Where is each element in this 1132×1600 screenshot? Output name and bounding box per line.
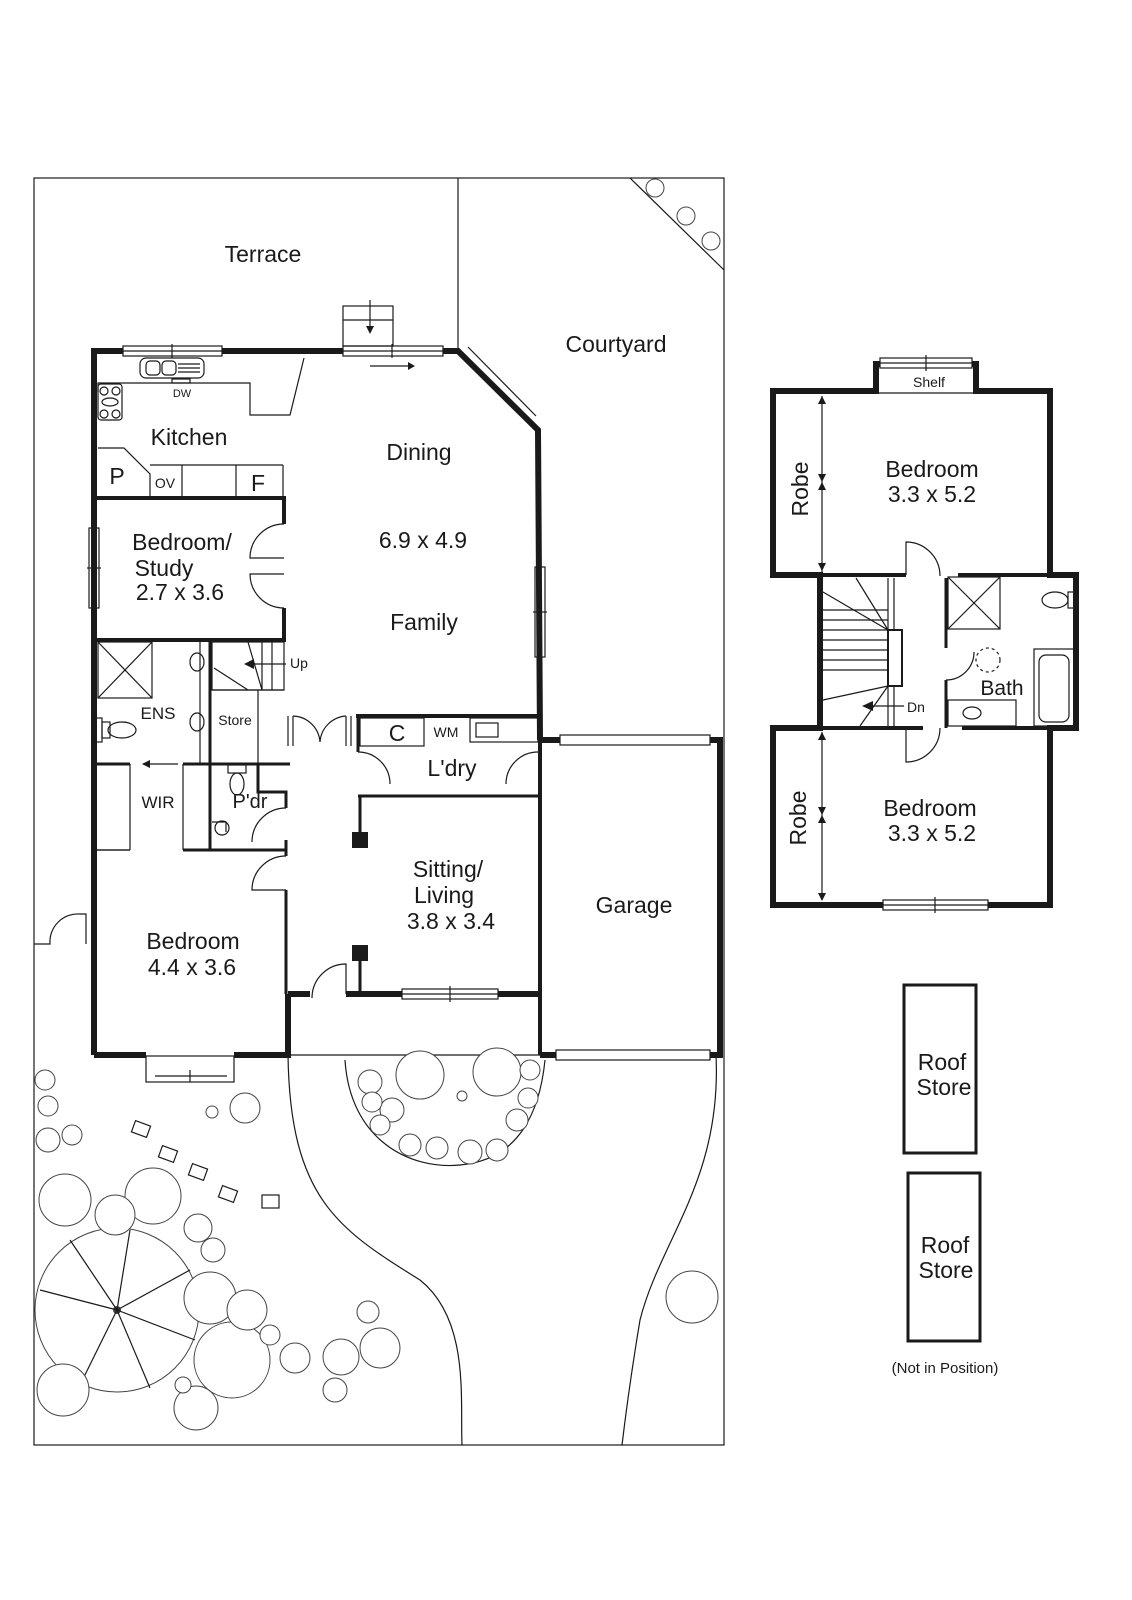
- ensuite-area: [91, 640, 212, 852]
- robe1-label: Robe: [787, 462, 813, 517]
- study-walls: [94, 496, 286, 642]
- kitchen-label: Kitchen: [151, 424, 228, 450]
- upper-bedroom2-size: 3.3 x 5.2: [888, 820, 976, 846]
- side-gate: [34, 913, 87, 945]
- laundry-room: [356, 714, 540, 994]
- study-size: 2.7 x 3.6: [136, 579, 224, 605]
- not-in-position-note: (Not in Position): [892, 1360, 999, 1377]
- arrow-down-icon: [366, 326, 374, 334]
- kitchen-fixtures: [97, 357, 305, 497]
- garage-label: Garage: [596, 892, 673, 918]
- powder-label: P'dr: [233, 791, 268, 813]
- ensuite-label: ENS: [141, 704, 176, 723]
- upper-floor-walls: [770, 355, 1079, 913]
- roof-store2-line2: Store: [919, 1257, 974, 1283]
- fridge-label: F: [251, 470, 265, 496]
- terrace-steps: [342, 300, 415, 370]
- terrace-label: Terrace: [225, 241, 302, 267]
- wir-label: WIR: [141, 793, 174, 812]
- cupboard-label: C: [389, 720, 406, 746]
- powder-room: [210, 764, 288, 994]
- front-door: [311, 963, 347, 999]
- hall-doors: [287, 715, 352, 746]
- bedroom-label: Bedroom: [146, 928, 239, 954]
- upper-bedroom2-label: Bedroom: [883, 795, 976, 821]
- column-post: [352, 945, 368, 961]
- shrub-icons: [645, 178, 721, 251]
- roof-store1-line1: Roof: [918, 1049, 967, 1075]
- arrow-left-icon: [142, 760, 150, 768]
- column-post: [352, 832, 368, 848]
- stairs-down-label: Dn: [907, 699, 925, 715]
- roof-store2-line1: Roof: [921, 1232, 970, 1258]
- upper-bedroom1-label: Bedroom: [885, 456, 978, 482]
- laundry-label: L'dry: [427, 755, 477, 781]
- arrow-left-icon: [244, 659, 254, 669]
- pantry-label: P: [109, 463, 124, 489]
- store-label: Store: [218, 712, 252, 728]
- courtyard-label: Courtyard: [566, 331, 667, 357]
- dining-family-size: 6.9 x 4.9: [379, 527, 467, 553]
- sitting-label-line2: Living: [414, 882, 474, 908]
- site-boundary: [33, 177, 725, 1446]
- study-label-line2: Study: [135, 555, 194, 581]
- study-label-line1: Bedroom/: [132, 529, 232, 555]
- arrow-left-icon: [862, 701, 873, 711]
- dishwasher-label: DW: [173, 388, 192, 400]
- garden: [34, 1047, 719, 1446]
- roof-store1-line2: Store: [917, 1074, 972, 1100]
- windows: [87, 344, 711, 1083]
- shelf-label: Shelf: [913, 374, 945, 390]
- washing-machine-label: WM: [434, 724, 459, 740]
- roof-store-box-2: [906, 1171, 982, 1343]
- bedroom-size: 4.4 x 3.6: [148, 954, 236, 980]
- family-label: Family: [390, 609, 458, 635]
- oven-label: OV: [155, 475, 176, 491]
- upper-bedroom1-size: 3.3 x 5.2: [888, 481, 976, 507]
- stairs-up-label: Up: [290, 655, 308, 671]
- roof-store-box-1: [902, 983, 978, 1155]
- sitting-size: 3.8 x 3.4: [407, 908, 495, 934]
- arrow-right-icon: [408, 362, 415, 370]
- bath-label: Bath: [980, 677, 1023, 700]
- robe2-label: Robe: [785, 791, 811, 846]
- dining-label: Dining: [386, 439, 451, 465]
- stairs-store: [210, 641, 290, 766]
- sitting-label-line1: Sitting/: [413, 856, 484, 882]
